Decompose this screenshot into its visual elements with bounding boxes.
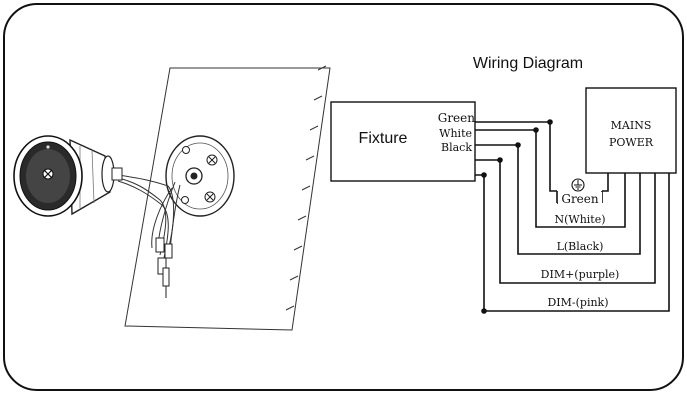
screw-icon <box>182 146 190 154</box>
wire-label-ground: Green <box>561 192 599 206</box>
wire-label-line: L(Black) <box>557 240 604 253</box>
wire-label-dim-minus: DIM-(pink) <box>547 296 608 309</box>
wire-line <box>475 142 641 255</box>
wire-dim-minus <box>475 172 670 314</box>
wire-connectors <box>155 237 173 298</box>
wire-dim-plus <box>475 157 656 284</box>
wire-bundle <box>117 174 181 259</box>
wire-label-neutral: N(White) <box>554 213 605 226</box>
fixture-box <box>330 101 476 182</box>
light-fixture <box>13 135 123 217</box>
screw-icon <box>181 196 189 204</box>
installation-illustration <box>13 65 331 331</box>
fixture-wire-black: Black <box>441 141 472 154</box>
fixture-wire-green: Green <box>438 111 476 125</box>
mains-label-line2: POWER <box>609 136 654 149</box>
screw-icon <box>204 191 216 203</box>
ground-symbol-icon <box>571 178 585 192</box>
mains-power-box <box>585 87 677 174</box>
wall-panel <box>124 67 331 331</box>
mains-label-line1: MAINS <box>611 119 652 132</box>
fixture-wire-white: White <box>439 127 472 140</box>
diagram-title: Wiring Diagram <box>473 55 583 72</box>
fixture-label: Fixture <box>359 130 408 147</box>
wire-neutral <box>475 127 626 228</box>
wall-edge-ticks <box>285 65 327 311</box>
junction-box <box>165 135 235 217</box>
screw-icon <box>206 154 218 166</box>
wire-label-dim-plus: DIM+(purple) <box>541 268 620 281</box>
